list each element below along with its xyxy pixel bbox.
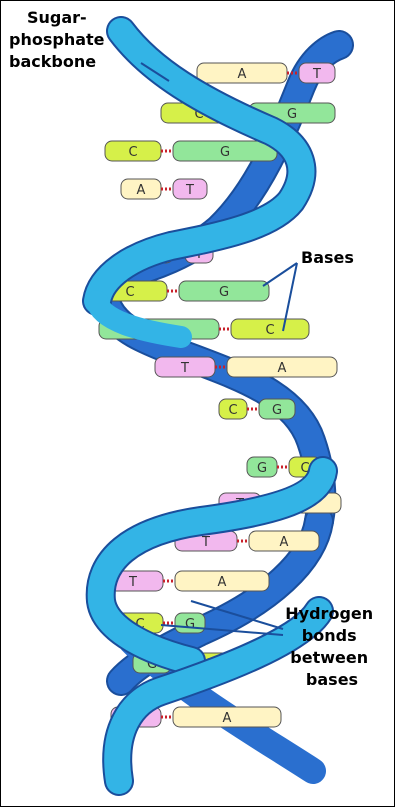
backbone-label: Sugar- phosphate backbone (9, 8, 110, 71)
base-letter: C (265, 323, 274, 338)
base-letter: C (125, 285, 134, 300)
base-letter: G (257, 461, 267, 476)
base-letter: G (185, 617, 195, 632)
base-letter: C (228, 403, 237, 418)
base-letter: A (280, 535, 289, 550)
base-letter: G (272, 403, 282, 418)
base-letter: A (218, 575, 227, 590)
base-letter: A (137, 183, 146, 198)
base-letter: T (180, 361, 189, 376)
bases-label: Bases (301, 248, 354, 267)
base-letter: A (223, 711, 232, 726)
base-letter: C (128, 145, 137, 160)
base-letter: A (278, 361, 287, 376)
base-letter: A (238, 67, 247, 82)
bases-pointer-1 (263, 263, 297, 286)
base-letter: T (128, 575, 137, 590)
base-letter: G (219, 285, 229, 300)
base-letter: G (220, 145, 230, 160)
base-letter: G (287, 107, 297, 122)
base-letter: T (201, 535, 210, 550)
base-letter: T (185, 183, 194, 198)
base-letter: T (312, 67, 321, 82)
